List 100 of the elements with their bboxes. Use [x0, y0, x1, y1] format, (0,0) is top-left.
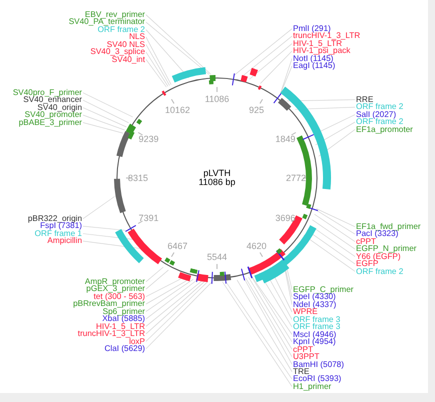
leader-line	[146, 29, 190, 78]
feature-label: NotI (1145)	[293, 54, 334, 62]
feature-label: EcoRI (5393)	[293, 375, 342, 383]
feature-label: truncHIV-1_3_LTR	[78, 330, 145, 338]
feature-label: SV40_3_splice	[90, 48, 145, 56]
leader-line	[236, 280, 292, 372]
feature-label: ORF frame 2	[356, 118, 404, 126]
leader-line	[146, 266, 164, 282]
feature-label: HIV-1_psi_pack	[293, 47, 350, 55]
feature-label: ORF frame 3	[293, 323, 340, 331]
leader-line	[304, 234, 356, 272]
leader-line	[249, 43, 292, 80]
leader-line	[146, 14, 212, 74]
leader-line	[82, 122, 124, 134]
position-tick-label: 3696	[275, 212, 296, 222]
leader-line	[82, 107, 127, 128]
leader-line	[260, 50, 292, 84]
feature-label: NdeI (4337)	[293, 300, 336, 308]
feature-label: AmpR_promoter	[84, 278, 145, 286]
leader-line	[82, 196, 115, 220]
feature-label: XbaI (5885)	[102, 315, 145, 323]
plasmid-size: 11086 bp	[198, 177, 236, 187]
feature-label: BamHI (5078)	[293, 360, 344, 368]
leader-line	[248, 276, 292, 350]
feature-label: KpnI (4954)	[293, 338, 336, 346]
feature-label: FspI (7381)	[40, 222, 82, 230]
leader-line	[146, 44, 170, 86]
leader-line	[284, 256, 292, 290]
leader-line	[316, 210, 356, 234]
feature-label: SV40_int	[112, 56, 145, 64]
feature-label: pBRrevBam_primer	[73, 300, 145, 308]
feature-label: Ampicillin	[47, 237, 82, 245]
feature-label: ORF frame 2	[98, 26, 145, 34]
plasmid-name: pLVTH	[203, 168, 231, 178]
feature-label: HIV-1_5_LTR	[293, 40, 342, 48]
feature-label: cPPT	[356, 238, 376, 246]
feature-label: PacI (3323)	[356, 230, 398, 238]
feature-label: EGFP_C_primer	[293, 286, 354, 294]
feature-label: EagI (1145)	[293, 62, 336, 70]
position-tick-label: 2772	[286, 173, 306, 183]
leader-line	[146, 280, 206, 334]
leader-line	[82, 114, 126, 130]
leader-line	[146, 280, 198, 320]
position-tick-label: 8315	[128, 173, 148, 183]
feature-label: Y66 (EGFP)	[356, 252, 401, 260]
leader-line	[82, 92, 134, 118]
position-tick-label: 9239	[138, 134, 159, 144]
feature-label: pBABE_3_primer	[18, 118, 82, 126]
feature-label: EBV_rev_primer	[84, 11, 145, 18]
position-tick-label: 5544	[206, 252, 228, 262]
feature-label: EF1a_promoter	[356, 126, 413, 134]
feature-label: NLS	[129, 33, 145, 41]
feature-label: truncHIV-1_3_LTR	[293, 32, 360, 40]
feature-label: SV40_origin	[37, 104, 82, 112]
leader-line	[146, 278, 194, 312]
feature-label: loxP	[129, 338, 145, 346]
feature-label: cPPT	[293, 346, 314, 354]
feature-label: SpeI (4330)	[293, 293, 336, 301]
feature-label: pGEX_3_primer	[86, 285, 145, 293]
leader-line	[146, 281, 208, 342]
feature-label: ClaI (5629)	[104, 345, 145, 352]
feature-label: tet (300 - 563)	[94, 292, 145, 300]
feature-label: ORF frame 2	[356, 103, 404, 111]
leader-line	[280, 66, 292, 96]
position-tick-label: 925	[248, 104, 264, 115]
leader-line	[312, 219, 356, 250]
feature-label: SalI (2027)	[356, 110, 396, 118]
feature-label: HIV-1_5_LTR	[96, 322, 145, 330]
position-tick-label: 4620	[246, 241, 267, 252]
feature-label: SV40 NLS	[106, 40, 145, 48]
feature-label: RRE	[356, 96, 374, 104]
leader-line	[146, 59, 167, 88]
leader-line	[316, 208, 356, 228]
feature-label: ORF frame 2	[356, 268, 404, 276]
leader-line	[306, 230, 356, 264]
feature-label: SV40_enhancer	[23, 96, 82, 104]
position-tick-label: 6467	[167, 241, 188, 252]
leader-line	[309, 224, 356, 257]
feature-label: EGFP	[356, 260, 378, 268]
leader-line	[82, 100, 130, 124]
leader-line	[146, 282, 212, 350]
feature-label: SV40pro_F_primer	[12, 89, 82, 96]
feature-label: SV40_PA_terminator	[68, 18, 145, 26]
leader-line	[280, 58, 292, 96]
feature-label: TRE	[293, 368, 310, 376]
feature-label: ORF frame 3	[293, 316, 340, 324]
leader-line	[82, 226, 128, 231]
feature-label: MscI (4946)	[293, 330, 336, 338]
position-tick-label: 10162	[164, 104, 190, 115]
leader-line	[146, 280, 202, 327]
position-tick-label: 1849	[275, 134, 296, 144]
leader-line	[146, 22, 210, 75]
feature-label: EF1a_fwd_primer	[356, 223, 421, 230]
leader-line	[318, 129, 356, 157]
feature-label: H1_primer	[293, 382, 332, 390]
leader-line	[314, 214, 356, 242]
feature-label: PmlI (291)	[293, 25, 331, 32]
leader-line	[146, 270, 169, 290]
feature-label: WPRE	[293, 308, 318, 316]
feature-label: ORF frame 1	[34, 230, 82, 238]
